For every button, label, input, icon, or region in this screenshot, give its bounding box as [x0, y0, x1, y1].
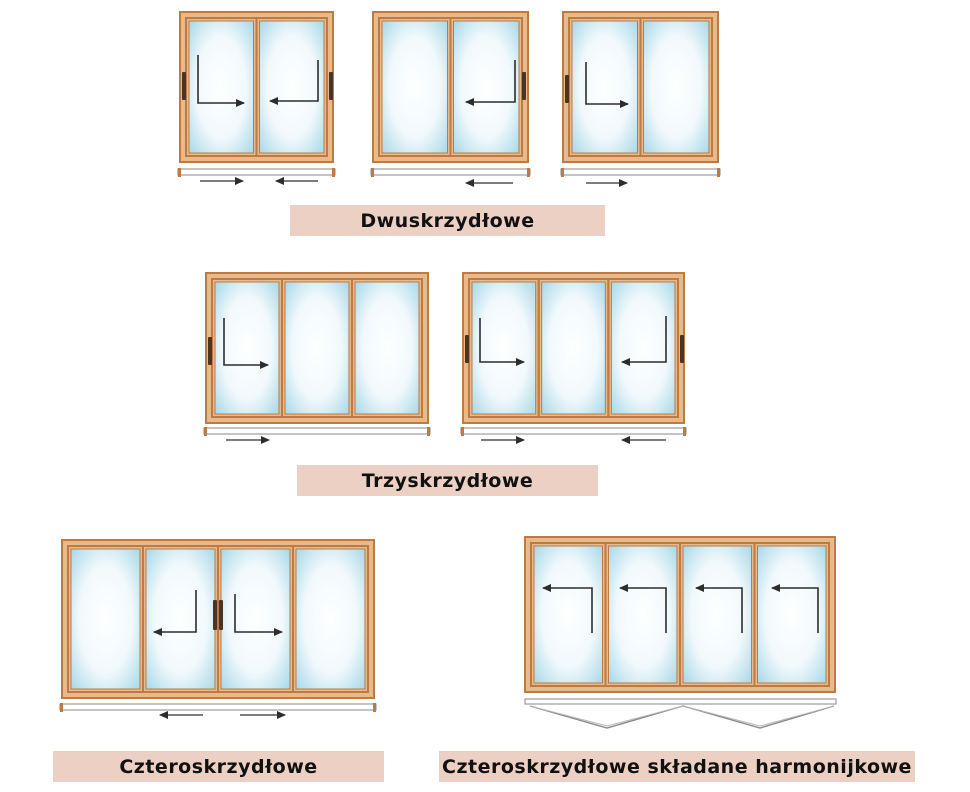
label-three-panel: Trzyskrzydłowe — [297, 465, 598, 496]
handle-icon — [680, 335, 684, 363]
slide-arrow-icon — [197, 55, 245, 107]
track-end — [60, 703, 63, 712]
track-rail — [203, 427, 431, 435]
glass-pane — [533, 545, 603, 684]
track-rail — [177, 168, 336, 176]
glass-pane — [214, 281, 280, 415]
slide-arrow-icon — [234, 594, 283, 636]
glass-pane — [643, 20, 710, 154]
track-end — [717, 168, 720, 177]
glass-pane — [284, 281, 350, 415]
slide-arrow-icon — [695, 584, 743, 633]
sash-frame — [639, 17, 713, 157]
handle-icon — [329, 72, 333, 100]
folding-path — [529, 705, 835, 727]
track-end — [427, 427, 430, 436]
handle-icon — [182, 72, 186, 100]
glass-pane — [571, 20, 638, 154]
folding-path — [529, 705, 835, 729]
window-four-panel-folding — [524, 536, 837, 729]
track-rail — [524, 698, 837, 705]
track-rail — [460, 427, 687, 435]
glass-pane — [259, 20, 325, 154]
glass-pane — [70, 548, 141, 690]
sash-frame — [607, 278, 679, 418]
track-end — [373, 703, 376, 712]
slide-arrow-icon — [585, 62, 629, 108]
sash-frame — [292, 545, 369, 693]
glass-pane — [471, 281, 537, 415]
window-two-panel-c — [560, 11, 721, 187]
glass-pane — [295, 548, 366, 690]
glass-pane — [381, 20, 448, 154]
track-end — [683, 427, 686, 436]
track-end — [527, 168, 530, 177]
window-three-panel-b — [460, 272, 687, 444]
track-end — [204, 427, 207, 436]
track-end — [371, 168, 374, 177]
handle-icon — [219, 600, 223, 630]
slide-arrow-icon — [465, 60, 516, 106]
sash-frame — [255, 17, 328, 157]
label-two-panel: Dwuskrzydłowe — [290, 205, 605, 236]
handle-icon — [213, 600, 217, 630]
glass-pane — [453, 20, 520, 154]
glass-pane — [610, 281, 676, 415]
sash-frame — [351, 278, 423, 418]
slide-arrow-icon — [619, 584, 667, 633]
glass-pane — [354, 281, 420, 415]
track-rail — [370, 168, 531, 176]
slide-arrow-icon — [153, 590, 197, 636]
glass-pane — [145, 548, 216, 690]
slide-arrow-icon — [479, 318, 525, 366]
slide-arrow-icon — [621, 316, 667, 366]
handle-icon — [522, 72, 526, 100]
label-four-panel-folding: Czteroskrzydłowe składane harmonijkowe — [439, 751, 915, 782]
glass-pane — [682, 545, 752, 684]
window-two-panel-a — [177, 11, 336, 185]
track-end — [178, 168, 181, 177]
handle-icon — [565, 75, 569, 103]
slide-arrow-icon — [542, 584, 593, 633]
handle-icon — [465, 335, 469, 363]
track-end — [461, 427, 464, 436]
track-rail — [59, 703, 377, 711]
glass-pane — [541, 281, 606, 415]
track-end — [332, 168, 335, 177]
slide-arrow-icon — [269, 60, 319, 105]
track-end — [561, 168, 564, 177]
glass-pane — [220, 548, 291, 690]
window-two-panel-b — [370, 11, 531, 187]
handle-icon — [208, 337, 212, 365]
window-three-panel-a — [203, 272, 431, 444]
glass-pane — [188, 20, 254, 154]
label-four-panel: Czteroskrzydłowe — [53, 751, 384, 782]
track-rail — [560, 168, 721, 176]
slide-arrow-icon — [771, 584, 819, 633]
glass-pane — [757, 545, 827, 684]
slide-arrow-icon — [223, 318, 269, 369]
sash-frame — [753, 542, 830, 687]
window-four-panel — [59, 539, 377, 719]
